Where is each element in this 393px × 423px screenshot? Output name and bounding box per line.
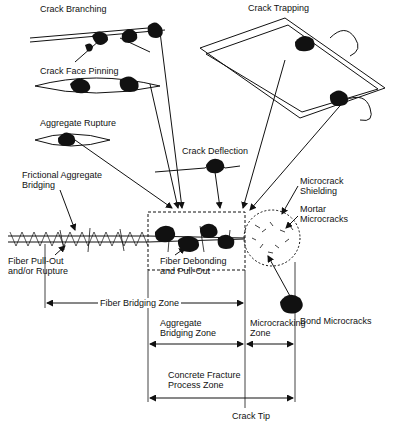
mechanism-label: Microcrack Shielding [300, 176, 360, 196]
mechanism-label: Crack Tip [230, 411, 272, 421]
mechanism-label: Bond Microcracks [300, 316, 372, 326]
mechanism-label: Crack Deflection [182, 146, 248, 156]
mechanism-label: Aggregate Rupture [40, 118, 116, 128]
mechanism-label: Aggregate Bridging Zone [160, 318, 220, 338]
mechanism-label: Microcracking Zone [250, 318, 310, 338]
mechanism-label: Frictional Aggregate Bridging [22, 170, 122, 190]
mechanism-label: Fiber Debonding and Pull-Out [160, 256, 236, 276]
mechanism-label: Crack Branching [40, 4, 107, 14]
mechanism-label: Crack Face Pinning [40, 66, 119, 76]
mechanism-label: Fiber Bridging Zone [98, 298, 181, 308]
mechanism-label: Concrete Fracture Process Zone [168, 370, 242, 390]
mechanism-label: Crack Trapping [248, 3, 309, 13]
mechanism-label: Fiber Pull-Out and/or Rupture [8, 256, 80, 276]
mechanism-label: Mortar Microcracks [300, 204, 362, 224]
